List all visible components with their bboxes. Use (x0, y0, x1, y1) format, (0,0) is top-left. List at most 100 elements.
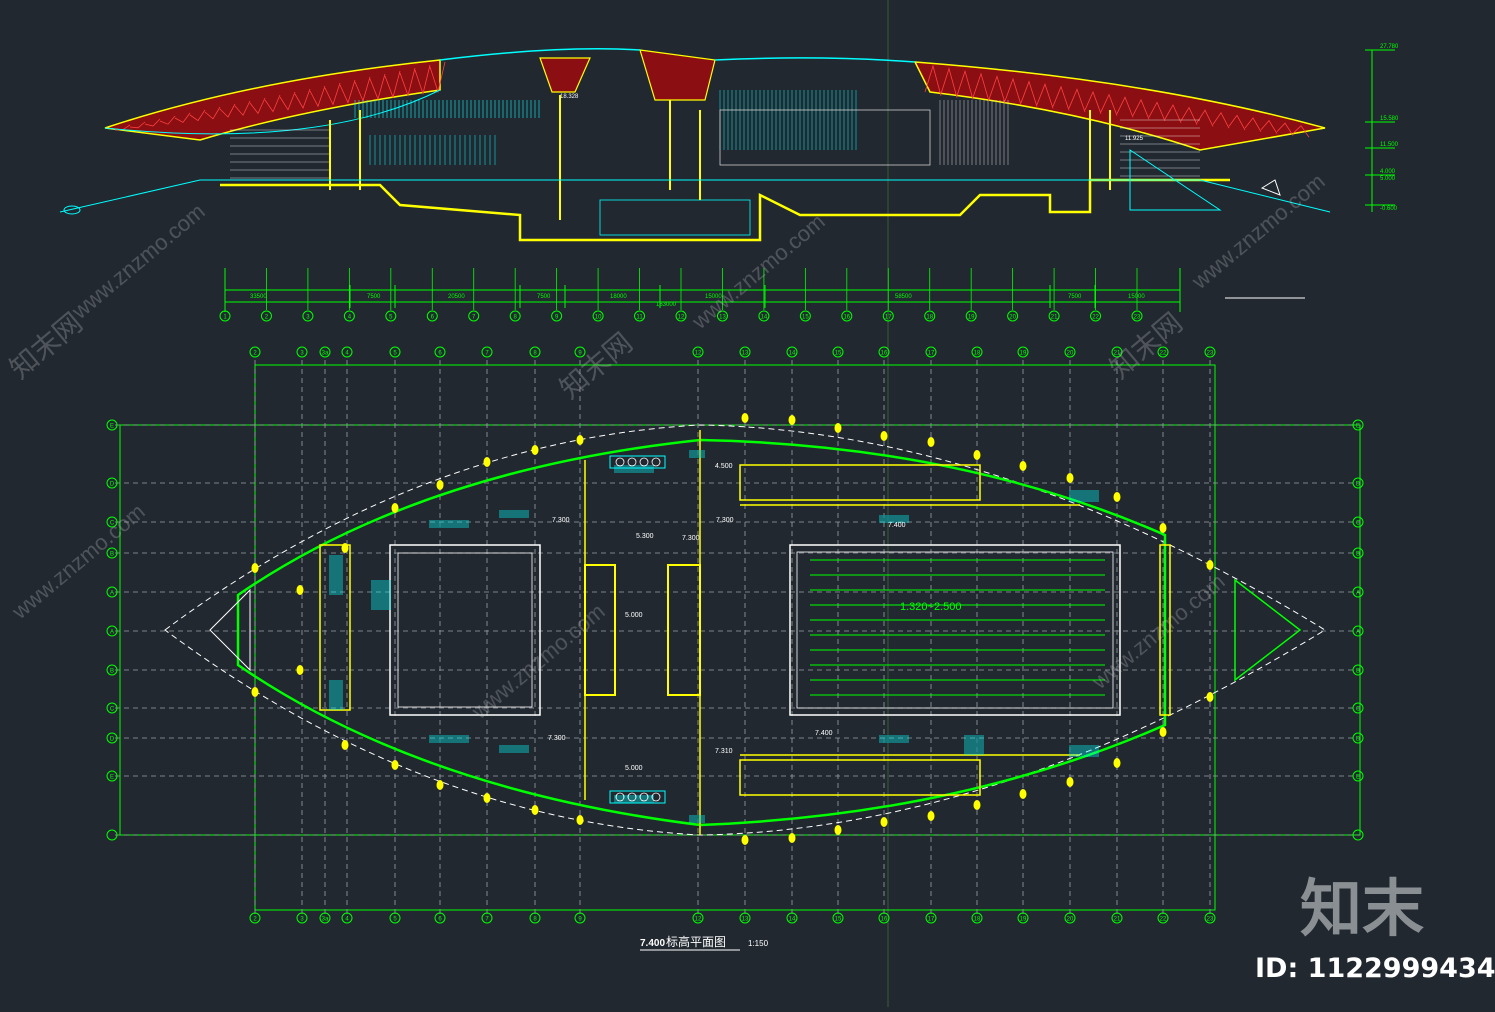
training-pool-inner (397, 552, 533, 708)
watermark-id: ID: 1122999434 (1255, 953, 1495, 984)
plan-bottom-bubble-3: 4 (341, 912, 353, 924)
building-section: 18.328 11.925 27.780 15.580 11.500 4.000… (59, 44, 1399, 322)
section-grid-bubble-2: 3 (302, 310, 314, 322)
east-point (1234, 578, 1302, 682)
plan-top-bubble-18: 21 (1111, 346, 1123, 358)
stair-4 (429, 735, 469, 743)
column-13 (531, 805, 539, 815)
plan-bottom-bubble-10: 13 (739, 912, 751, 924)
dim-0: 33500 (250, 294, 267, 300)
column-0 (251, 687, 259, 697)
plan-bottom-bubble-6-label: 7 (485, 917, 489, 923)
north-corridor (739, 464, 981, 501)
roof-footprint-outline (164, 424, 1326, 836)
section-grid-bubble-1-label: 2 (265, 315, 269, 321)
watermark-logo: 知末 (1300, 872, 1424, 945)
plan-bottom-bubble-12: 15 (832, 912, 844, 924)
column-15 (576, 815, 584, 825)
section-grid-bubble-2-label: 3 (306, 315, 310, 321)
section-grid-bubble-9-label: 10 (595, 315, 602, 321)
elev-mark-8: 5.000 (625, 765, 643, 772)
section-dimension-chain: 33500 7500 20500 7500 18000 15000 58500 … (224, 268, 1181, 312)
competition-pool (789, 544, 1121, 716)
plan-top-bubble-4-label: 5 (393, 351, 397, 357)
plan-top-bubble-18-label: 21 (1114, 351, 1121, 357)
plan-left-bubble-1: D (106, 477, 118, 489)
plan-right-bubble-10 (1352, 829, 1364, 841)
plan-top-bubble-0-label: 2 (253, 351, 257, 357)
plan-bottom-bubble-11-label: 14 (789, 917, 796, 923)
section-grid-bubble-6-label: 7 (472, 315, 476, 321)
plan-bottom-bubble-7-label: 8 (533, 917, 537, 923)
right-ramp (1129, 149, 1222, 211)
section-grid-bubble-20: 21 (1048, 310, 1060, 322)
elev-mark-4: 7.300 (682, 535, 700, 542)
plan-top-bubble-12-label: 15 (835, 351, 842, 357)
elev-mark-3: 5.300 (636, 533, 654, 540)
plan-top-bubble-20-label: 23 (1207, 351, 1214, 357)
stair-7 (964, 735, 984, 755)
plan-bottom-bubble-20-label: 23 (1207, 917, 1214, 923)
plan-left-bubble-5: A (106, 625, 118, 637)
west-stair-block (319, 544, 351, 711)
plan-bottom-bubble-14: 17 (925, 912, 937, 924)
plan-left-bubble-1-label: D (110, 482, 115, 488)
section-grid-bubble-1: 2 (260, 310, 272, 322)
watermark-brand-3: 知末网 (1104, 307, 1188, 385)
column-30 (1066, 473, 1074, 483)
plan-top-bubble-17: 20 (1064, 346, 1076, 358)
plan-title: 7.400 标高平面图 1:150 (640, 934, 769, 951)
plan-bottom-bubble-8-label: 9 (578, 917, 582, 923)
core-block-right (667, 564, 701, 696)
section-grid-bubble-5: 6 (426, 310, 438, 322)
plan-top-bubble-19-label: 22 (1160, 351, 1167, 357)
plan-bottom-bubble-10-label: 13 (742, 917, 749, 923)
plan-top-bubble-7-label: 8 (533, 351, 537, 357)
plan-bottom-bubble-5: 6 (434, 912, 446, 924)
plan-left-bubble-3: B (106, 547, 118, 559)
column-11 (483, 793, 491, 803)
plan-bottom-bubble-14-label: 17 (928, 917, 935, 923)
section-grid-bubble-20-label: 21 (1051, 315, 1058, 321)
plan-bottom-bubble-17-label: 20 (1067, 917, 1074, 923)
section-grid-bubble-22-label: 23 (1134, 315, 1141, 321)
dim-1: 7500 (367, 294, 381, 300)
section-grid-bubble-3: 4 (343, 310, 355, 322)
column-7 (391, 760, 399, 770)
section-grid-bubble-22: 23 (1131, 310, 1143, 322)
dim-2: 20500 (448, 294, 465, 300)
column-10 (483, 457, 491, 467)
plan-left-bubble-0-label: E (110, 424, 114, 430)
watermark-site-6: www.znzmo.com (1086, 569, 1229, 695)
column-12 (531, 445, 539, 455)
section-grid-bubble-19-label: 20 (1009, 315, 1016, 321)
section-grid-bubble-9: 10 (592, 310, 604, 322)
plan-left-bubble-10 (106, 829, 118, 841)
column-5 (341, 740, 349, 750)
plan-title-text: 标高平面图 (666, 934, 726, 949)
plan-right-bubble-2: C (1352, 516, 1364, 528)
plan-top-bubble-3: 4 (341, 346, 353, 358)
column-20 (834, 423, 842, 433)
ground-slab (220, 178, 1230, 242)
plan-top-bubble-1: 3 (296, 346, 308, 358)
top-elevation-2: 11.925 (1125, 136, 1144, 142)
plan-top-bubble-16-label: 19 (1020, 351, 1027, 357)
section-grid-bubble-13: 14 (758, 310, 770, 322)
plan-bottom-bubble-19: 22 (1157, 912, 1169, 924)
plan-bottom-bubble-3-label: 4 (345, 917, 349, 923)
elev-mark-7: 7.300 (548, 735, 566, 742)
plan-right-bubble-8: D (1352, 732, 1364, 744)
plan-top-bubble-13: 16 (878, 346, 890, 358)
watermark-site-5: www.znzmo.com (466, 599, 609, 725)
column-29 (1019, 789, 1027, 799)
plan-top-bubble-5-label: 6 (438, 351, 442, 357)
section-grid-bubble-17-label: 18 (926, 315, 933, 321)
plan-top-bubble-20: 23 (1204, 346, 1216, 358)
plan-title-scale: 1:150 (748, 939, 769, 948)
stair-13 (879, 515, 909, 523)
plan-bottom-bubble-8: 9 (574, 912, 586, 924)
